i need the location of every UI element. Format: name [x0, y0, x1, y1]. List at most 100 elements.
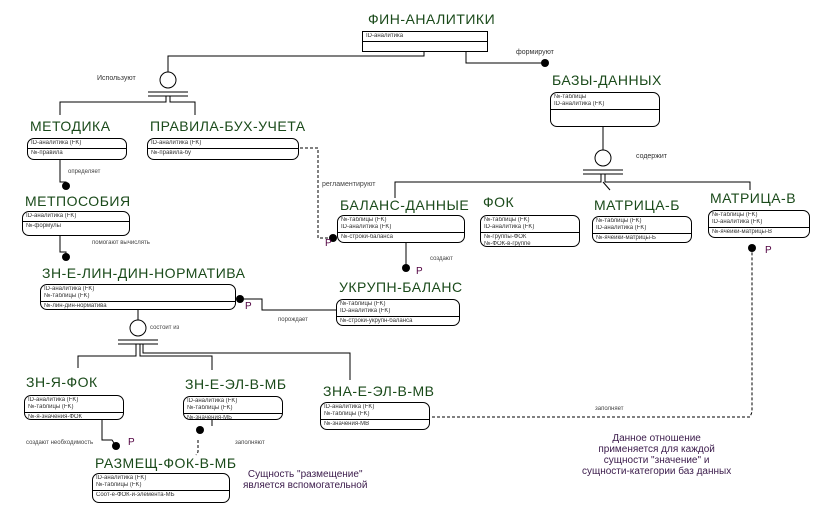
attr: №-группы-ФОК [484, 234, 527, 240]
attr: №-таблицы (FK) [96, 482, 142, 488]
category-circle-soderzhit [594, 149, 612, 167]
rel-label-sozdayut-neobh: создают необходимость [26, 440, 94, 446]
category-circle-sostoit [129, 319, 147, 337]
attr: №-правила-бу [151, 150, 192, 156]
rel-label-sozdayut: создают [430, 256, 453, 262]
category-circle-ispolzuyut [159, 71, 177, 89]
note-line: сущности "значение" и [603, 455, 710, 466]
entity-title-matrv: МАТРИЦА-В [710, 190, 797, 206]
attr: №-таблицы (FK) [44, 293, 90, 299]
p-marker: P [128, 437, 135, 448]
entity-fok[interactable]: №-таблицы (FK)ID-аналитика (FK) №-группы… [480, 215, 580, 247]
rel-label-zapolnyaet-mv: заполняет [595, 406, 624, 412]
entity-fin[interactable]: ID-аналитика [362, 31, 488, 52]
attr: ID-аналитика [366, 33, 404, 39]
note-otnoshenie: Данное отношение применяется для каждой … [582, 433, 731, 477]
entity-metposobiya[interactable]: ID-аналитика (FK) №-формулы [22, 211, 130, 236]
attr: №-строки-баланса [341, 234, 393, 240]
attr: ID-аналитика (FK) [340, 308, 391, 314]
rel-label-soderzhit: содержит [636, 153, 667, 160]
attr: №-таблицы (FK) [596, 218, 642, 224]
rel-label-opredelyaet: определяет [68, 169, 101, 175]
entity-title-balans: БАЛАНС-ДАННЫЕ [340, 197, 470, 213]
entity-title-matrb: МАТРИЦА-Б [594, 197, 680, 213]
entity-razmesch[interactable]: ID-аналитика (FK)№-таблицы (FK) Соот-е-Ф… [92, 473, 230, 503]
attr: №-таблицы [554, 94, 587, 100]
attr: ID-аналитика (FK) [484, 224, 535, 230]
note-line: сущности-категории баз данных [582, 466, 732, 477]
rel-label-reglamentiruyut: регламентируют [322, 181, 376, 188]
attr: ID-аналитика (FK) [341, 224, 392, 230]
attr: №-таблицы (FK) [712, 212, 758, 218]
rel-label-sostoit: состоит из [150, 325, 180, 331]
line-zapolnyaet [432, 252, 753, 418]
attr: ID-аналитика (FK) [712, 219, 763, 225]
attr: №-строки-укрупн-баланса [340, 318, 413, 324]
line-zapolnyaet-mb [195, 440, 199, 456]
entity-title-metodika: МЕТОДИКА [30, 118, 111, 134]
attr: ID-аналитика (FK) [44, 286, 95, 292]
entity-ukrupn[interactable]: №-таблицы (FK)ID-аналитика (FK) №-строки… [336, 299, 460, 326]
entity-matrv[interactable]: №-таблицы (FK)ID-аналитика (FK) №-ячейки… [708, 210, 810, 238]
attr: №-таблицы (FK) [340, 301, 386, 307]
attr: ID-аналитика (FK) [26, 213, 77, 219]
p-marker: P [765, 245, 772, 256]
entity-title-ukrupn: УКРУПН-БАЛАНС [339, 279, 463, 295]
attr: ID-аналитика (FK) [554, 101, 605, 107]
entity-title-znyafok: ЗН-Я-ФОК [26, 374, 98, 390]
entity-title-fin: ФИН-АНАЛИТИКИ [368, 11, 496, 27]
attr: №-ячейки-матрицы-Б [596, 235, 656, 241]
line-fin-to-categories [167, 52, 425, 72]
attr: №-правила [31, 150, 63, 156]
entity-znyafok[interactable]: ID-аналитика (FK)№-таблицы (FK) №-я-знач… [24, 395, 124, 420]
entity-balans[interactable]: №-таблицы (FK)ID-аналитика (FK) №-строки… [337, 215, 465, 243]
entity-zneline[interactable]: ID-аналитика (FK)№-таблицы (FK) №-лин-ди… [40, 284, 236, 310]
attr: №-ФОК-в-группе [484, 241, 531, 247]
attr: №-таблицы (FK) [324, 411, 370, 417]
entity-title-razmesch: РАЗМЕЩ-ФОК-В-МБ [95, 455, 237, 471]
attr: №-я-значения-ФОК [28, 414, 83, 420]
rel-label-formiruyut: формируют [516, 49, 554, 56]
entity-title-pravila: ПРАВИЛА-БУХ-УЧЕТА [150, 118, 306, 134]
attr: №-лин-дин-норматива [44, 303, 107, 309]
attr: №-значения-МВ [324, 421, 370, 427]
line-reglamentiruyut [300, 147, 332, 239]
attr: №-таблицы (FK) [341, 217, 387, 223]
attr: Соот-е-ФОК-и-элемента-МБ [96, 492, 175, 498]
attr: №-таблицы (FK) [484, 217, 530, 223]
attr: ID-аналитика (FK) [187, 398, 238, 404]
entity-znaeelmv[interactable]: ID-аналитика (FK)№-таблицы (FK) №-значен… [320, 402, 430, 430]
p-marker: P [245, 301, 252, 312]
entity-title-znaeelmv: ЗНА-Е-ЭЛ-В-МВ [323, 383, 435, 399]
attr: ID-аналитика (FK) [151, 140, 202, 146]
note-line: является вспомогательной [243, 480, 368, 491]
attr: ID-аналитика (FK) [31, 140, 82, 146]
p-marker: P [325, 238, 332, 249]
entity-title-zneelmb: ЗН-Е-ЭЛ-В-МБ [185, 376, 287, 392]
attr: №-таблицы (FK) [187, 405, 233, 411]
attr: ID-аналитика (FK) [596, 225, 647, 231]
attr: ID-аналитика (FK) [96, 475, 147, 481]
attr: №-таблицы (FK) [28, 404, 74, 410]
attr: №-формулы [26, 223, 61, 229]
attr: ID-аналитика (FK) [28, 397, 79, 403]
note-line: Сущность "размещение" [247, 469, 363, 480]
entity-metodika[interactable]: ID-аналитика (FK) №-правила [27, 138, 127, 160]
entity-title-bazy: БАЗЫ-ДАННЫХ [552, 72, 662, 88]
entity-zneelmb[interactable]: ID-аналитика (FK)№-таблицы (FK) №-значен… [183, 396, 283, 421]
entity-pravila[interactable]: ID-аналитика (FK) №-правила-бу [147, 138, 299, 160]
note-line: Данное отношение [612, 433, 701, 444]
entity-matrb[interactable]: №-таблицы (FK)ID-аналитика (FK) №-ячейки… [592, 216, 692, 243]
rel-label-pomogayut: помогают вычислять [92, 240, 150, 246]
attr: ID-аналитика (FK) [324, 404, 375, 410]
entity-title-zneline: ЗН-Е-ЛИН-ДИН-НОРМАТИВА [42, 265, 246, 281]
entity-title-metposobiya: МЕТПОСОБИЯ [25, 193, 131, 209]
rel-label-zapolnyaet-mb: заполняют [235, 440, 265, 446]
entity-title-fok: ФОК [483, 194, 515, 210]
note-razmeshchenie: Сущность "размещение" является вспомогат… [243, 469, 367, 491]
note-line: применяется для каждой [598, 444, 715, 455]
rel-label-ispolzuyut: Используют [97, 75, 136, 82]
attr: №-значения-МБ [187, 415, 233, 421]
